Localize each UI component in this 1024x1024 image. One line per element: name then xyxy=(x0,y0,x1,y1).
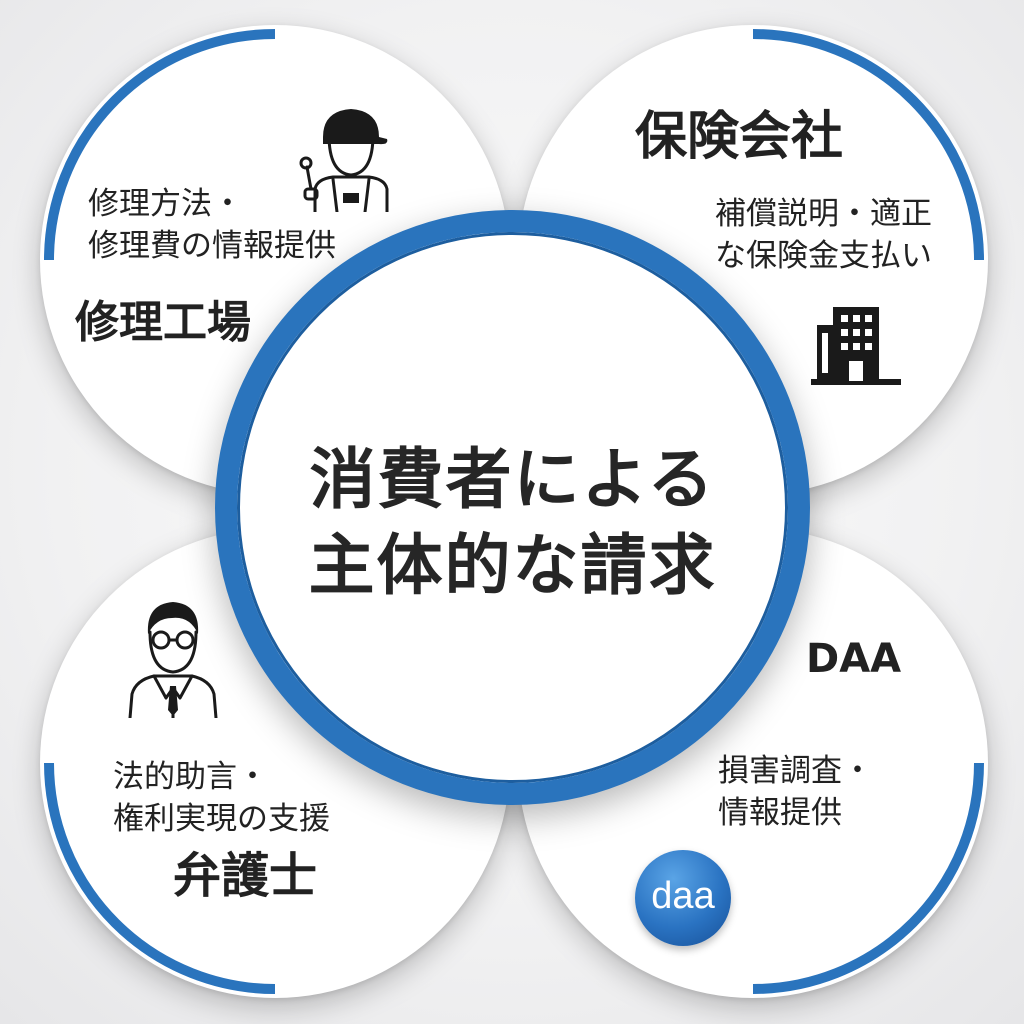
lawyer-title: 弁護士 xyxy=(173,848,318,904)
daa-description: 損害調査・ 情報提供 xyxy=(718,750,873,834)
daa-desc-line1: 損害調査・ xyxy=(718,753,873,789)
circle-arc-accent xyxy=(752,762,984,994)
daa-logo: daa xyxy=(635,850,731,946)
insurance-company-title: 保険会社 xyxy=(635,107,844,167)
mechanic-icon xyxy=(299,109,389,212)
lawyer-icon xyxy=(128,602,218,718)
lawyer-description: 法的助言・ 権利実現の支援 xyxy=(113,756,330,840)
circle-arc-accent xyxy=(44,29,276,261)
center-title: 消費者による 主体的な請求 xyxy=(237,437,788,609)
center-circle: 消費者による 主体的な請求 xyxy=(215,210,810,805)
insurance-company-description: 補償説明・適正 な保険金支払い xyxy=(715,193,932,277)
building-icon xyxy=(811,307,901,385)
lawyer-desc-line1: 法的助言・ xyxy=(113,759,268,795)
circle-arc-accent xyxy=(44,762,276,994)
daa-title: DAA xyxy=(806,636,902,682)
repair-shop-desc-line2: 修理費の情報提供 xyxy=(88,228,336,264)
center-title-line2: 主体的な請求 xyxy=(308,527,717,604)
repair-shop-description: 修理方法・ 修理費の情報提供 xyxy=(88,183,336,267)
repair-shop-desc-line1: 修理方法・ xyxy=(88,186,243,222)
daa-logo-text: daa xyxy=(651,875,715,917)
center-title-line1: 消費者による xyxy=(309,441,716,518)
daa-desc-line2: 情報提供 xyxy=(718,795,842,831)
repair-shop-title: 修理工場 xyxy=(75,297,251,348)
circle-arc-accent xyxy=(752,29,984,261)
insurance-desc-line2: な保険金支払い xyxy=(715,238,932,274)
lawyer-desc-line2: 権利実現の支援 xyxy=(113,801,330,837)
insurance-desc-line1: 補償説明・適正 xyxy=(715,196,932,232)
